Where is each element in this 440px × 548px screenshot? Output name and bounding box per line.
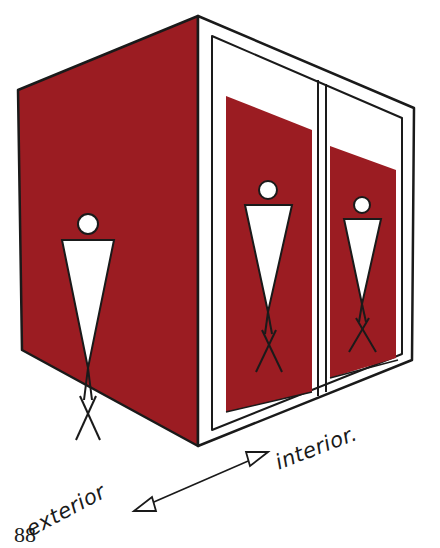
floor-line: [226, 392, 312, 412]
stick-figure: [62, 214, 114, 440]
stick-figure: [245, 181, 292, 372]
frame-post: [325, 84, 327, 392]
frame-post: [317, 80, 319, 396]
page-number: 88: [14, 522, 36, 548]
side-label: interior.: [272, 421, 360, 474]
direction-arrow: [134, 452, 268, 511]
stick-figure: [344, 197, 381, 352]
exterior-wall: [18, 16, 198, 446]
frame-outline: [198, 16, 414, 446]
interior-wall: [330, 146, 396, 378]
floor-line: [330, 360, 398, 378]
interior-wall: [226, 96, 312, 412]
frame-opening: [212, 36, 402, 430]
